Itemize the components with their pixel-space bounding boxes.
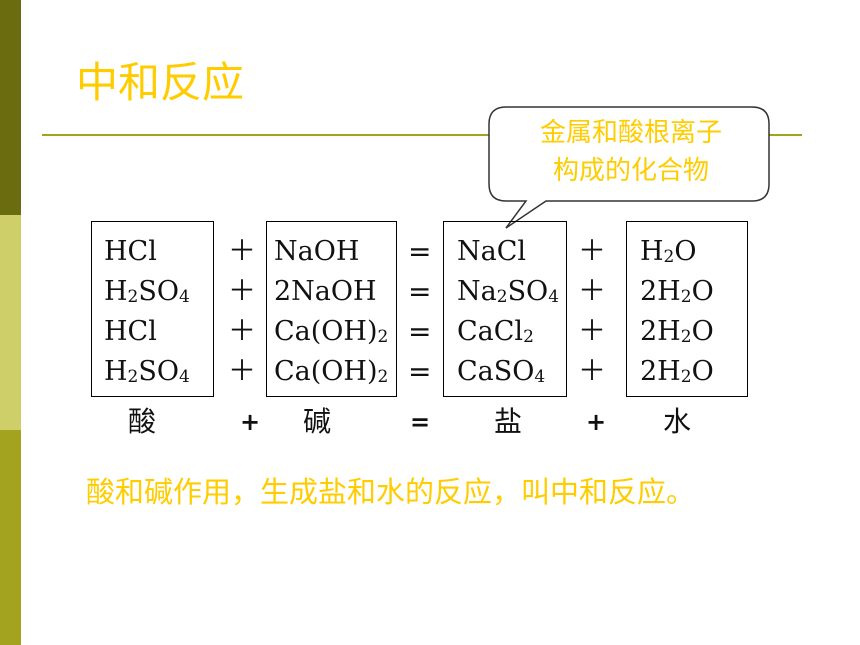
formula-text: NaCl <box>457 236 527 267</box>
sidebar-block-dark <box>0 0 21 215</box>
formula-acid: HCl <box>104 238 157 265</box>
plus-operator: ＋ <box>228 354 257 387</box>
formula-text: O <box>674 236 697 267</box>
formula-acid: H2SO4 <box>104 356 190 387</box>
formula-acid: HCl <box>104 318 157 345</box>
formula-text: Ca(OH) <box>274 316 378 347</box>
formula-subscript: 2 <box>377 327 389 347</box>
equals-operator: = <box>408 235 432 268</box>
formula-text: CaCl <box>457 316 524 347</box>
formula-subscript: 2 <box>377 367 389 387</box>
formula-text: NaOH <box>274 236 360 267</box>
category-acid: 酸 <box>128 405 157 438</box>
category-salt: 盐 <box>494 405 523 438</box>
formula-water: 2H2O <box>640 356 714 387</box>
definition-statement: 酸和碱作用，生成盐和水的反应，叫中和反应。 <box>86 475 696 509</box>
formula-salt: CaSO4 <box>457 356 546 387</box>
formula-base: 2NaOH <box>274 278 377 305</box>
formula-text: SO <box>138 276 180 307</box>
formula-text: Na <box>457 276 497 307</box>
formula-subscript: 4 <box>179 367 190 387</box>
formula-text: 2H <box>640 356 681 387</box>
formula-subscript: 2 <box>680 327 692 347</box>
slide-title: 中和反应 <box>76 58 245 107</box>
plus-operator: ＋ <box>228 314 257 347</box>
formula-salt: Na2SO4 <box>457 276 560 307</box>
callout-line-2: 构成的化合物 <box>552 156 709 186</box>
formula-subscript: 4 <box>179 287 190 307</box>
formula-subscript: 2 <box>680 287 692 307</box>
formula-text: H <box>640 236 664 267</box>
plus-operator: ＋ <box>578 354 607 387</box>
formula-subscript: 2 <box>663 247 675 267</box>
equals-operator: = <box>408 355 432 388</box>
category-base: 碱 <box>303 405 332 438</box>
callout-shape <box>488 106 770 229</box>
formula-subscript: 2 <box>496 287 508 307</box>
category-plus-2: + <box>586 408 607 436</box>
formula-text: O <box>691 316 714 347</box>
category-plus-1: + <box>240 408 261 436</box>
formula-water: 2H2O <box>640 276 714 307</box>
formula-text: HCl <box>104 316 157 347</box>
formula-text: SO <box>507 276 549 307</box>
title-rule-left <box>42 134 497 136</box>
plus-operator: ＋ <box>578 314 607 347</box>
category-water: 水 <box>663 405 692 438</box>
salt-column-box <box>443 221 567 397</box>
formula-subscript: 2 <box>127 367 139 387</box>
sidebar-stripe <box>0 0 21 645</box>
formula-text: O <box>691 276 714 307</box>
formula-subscript: 4 <box>534 367 546 387</box>
sidebar-block-light <box>0 215 21 430</box>
formula-acid: H2SO4 <box>104 276 190 307</box>
base-column-box <box>266 221 397 397</box>
formula-subscript: 2 <box>127 287 139 307</box>
callout-text: 金属和酸根离子 构成的化合物 <box>500 114 762 190</box>
plus-operator: ＋ <box>228 234 257 267</box>
formula-base: Ca(OH)2 <box>274 316 389 347</box>
formula-text: 2H <box>640 316 681 347</box>
formula-base: Ca(OH)2 <box>274 356 389 387</box>
formula-text: H <box>104 356 128 387</box>
formula-water: H2O <box>640 236 697 267</box>
formula-base: NaOH <box>274 238 359 265</box>
title-rule-right <box>768 134 802 136</box>
formula-text: SO <box>138 356 180 387</box>
formula-text: CaSO <box>457 356 535 387</box>
plus-operator: ＋ <box>578 274 607 307</box>
formula-text: O <box>691 356 714 387</box>
formula-text: 2NaOH <box>274 276 377 307</box>
formula-text: Ca(OH) <box>274 356 378 387</box>
formula-text: HCl <box>104 236 157 267</box>
formula-subscript: 4 <box>548 287 560 307</box>
formula-salt: NaCl <box>457 238 526 265</box>
formula-salt: CaCl2 <box>457 316 534 347</box>
formula-subscript: 2 <box>680 367 692 387</box>
plus-operator: ＋ <box>228 274 257 307</box>
formula-subscript: 2 <box>523 327 534 347</box>
sidebar-block-mid <box>0 430 21 645</box>
formula-text: 2H <box>640 276 681 307</box>
formula-water: 2H2O <box>640 316 714 347</box>
equals-operator: = <box>408 275 432 308</box>
equals-operator: = <box>408 315 432 348</box>
callout-bubble: 金属和酸根离子 构成的化合物 <box>488 106 770 229</box>
category-equals: = <box>410 408 431 436</box>
acid-column-box <box>91 221 214 397</box>
formula-text: H <box>104 276 128 307</box>
water-column-box <box>626 221 748 397</box>
callout-line-1: 金属和酸根离子 <box>539 118 722 148</box>
plus-operator: ＋ <box>578 234 607 267</box>
